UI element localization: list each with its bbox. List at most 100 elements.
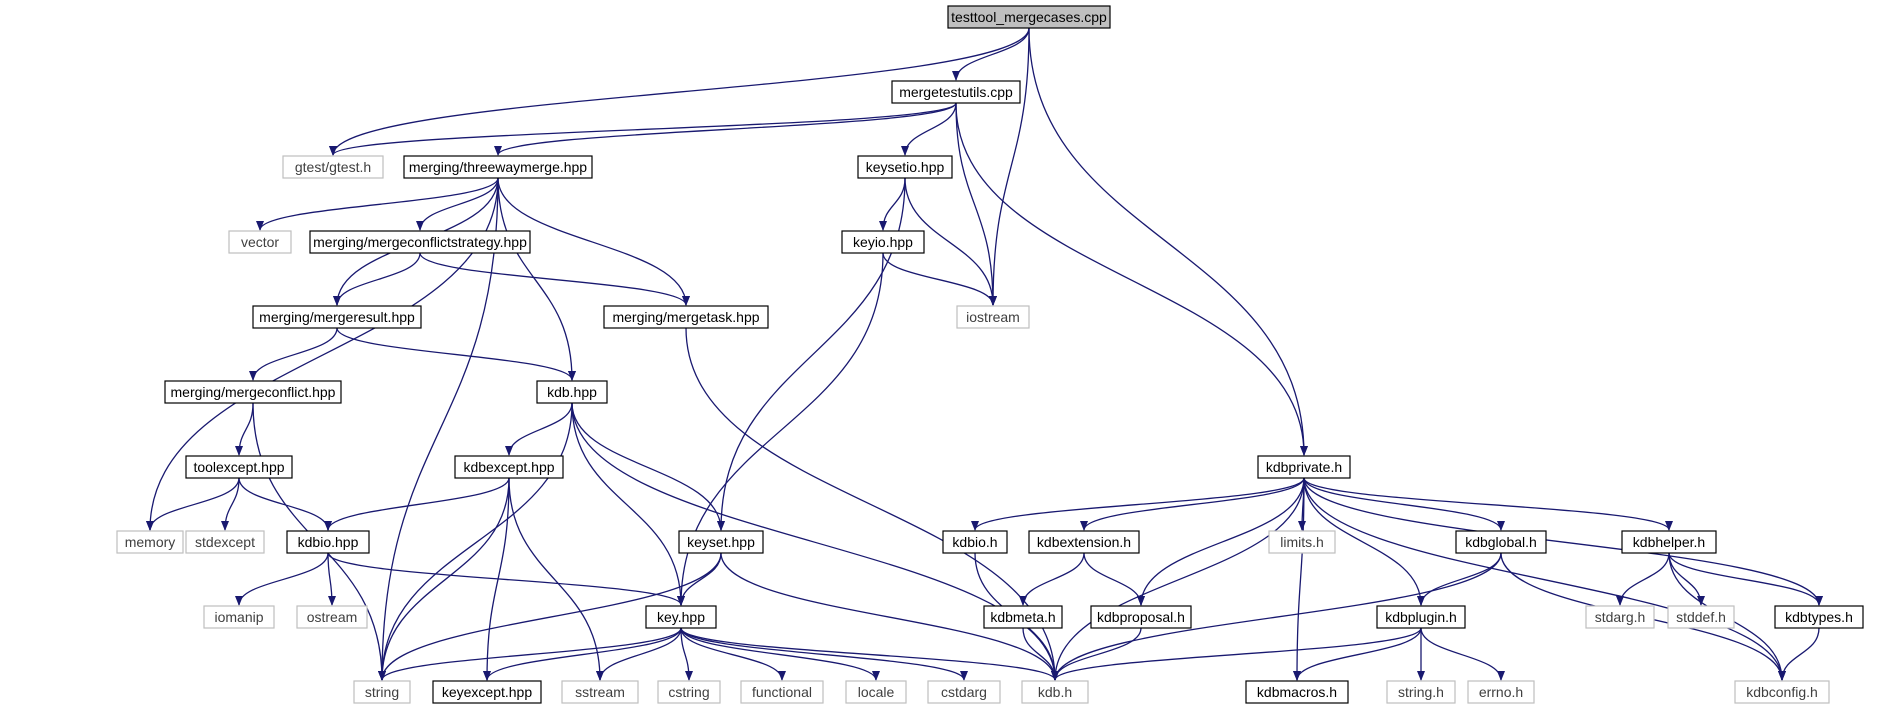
node-vector[interactable]: vector xyxy=(228,230,292,254)
node-mergetestutils[interactable]: mergetestutils.cpp xyxy=(891,80,1021,104)
node-box xyxy=(947,5,1111,29)
edge-mergetestutils-to-keysetio xyxy=(901,102,957,156)
node-ostream[interactable]: ostream xyxy=(296,605,368,629)
node-box xyxy=(1257,455,1351,479)
node-keyset[interactable]: keyset.hpp xyxy=(678,530,764,554)
node-mconflict[interactable]: merging/mergeconflict.hpp xyxy=(164,380,342,404)
node-stdargh[interactable]: stdarg.h xyxy=(1585,605,1655,629)
edge-kdbprivate-to-kdbextension xyxy=(1080,477,1305,531)
node-errnoh[interactable]: errno.h xyxy=(1467,680,1535,704)
edge-kdbprivate-to-kdbtypes xyxy=(1303,477,1823,606)
node-box xyxy=(927,680,1001,704)
edge-keyset-to-string xyxy=(378,552,722,681)
node-box xyxy=(1667,605,1735,629)
node-box xyxy=(1245,680,1349,704)
node-iostream[interactable]: iostream xyxy=(956,305,1030,329)
edge-mergetestutils-to-gtest xyxy=(329,102,957,156)
node-kdbprivate[interactable]: kdbprivate.h xyxy=(1257,455,1351,479)
edge-kdbglobal-to-kdbh xyxy=(1051,552,1502,681)
node-label: merging/mergeconflict.hpp xyxy=(171,384,336,400)
node-label: kdbexcept.hpp xyxy=(463,459,554,475)
node-sstream[interactable]: sstream xyxy=(561,680,639,704)
node-iomanip[interactable]: iomanip xyxy=(203,605,275,629)
edge-kdbextension-to-kdbproposal xyxy=(1083,552,1145,606)
node-kdbioh[interactable]: kdbio.h xyxy=(942,530,1008,554)
edge-mergetestutils-to-iostream xyxy=(955,102,997,306)
node-label: kdbprivate.h xyxy=(1266,459,1342,475)
node-box xyxy=(740,680,824,704)
node-keyio[interactable]: keyio.hpp xyxy=(841,230,925,254)
node-limits[interactable]: limits.h xyxy=(1268,530,1336,554)
edge-kdbhpp-to-kdbexcept xyxy=(505,402,573,456)
node-label: merging/threewaymerge.hpp xyxy=(409,159,587,175)
edge-kdbhelper-to-kdbtypes xyxy=(1668,552,1823,606)
node-locale[interactable]: locale xyxy=(845,680,907,704)
node-label: merging/mergeresult.hpp xyxy=(259,309,415,325)
edge-keyhpp-to-cstdarg xyxy=(680,627,968,681)
edge-mergetestutils-to-threeway xyxy=(494,102,957,156)
edge-threeway-to-kdbhpp xyxy=(497,177,576,381)
node-mcstrategy[interactable]: merging/mergeconflictstrategy.hpp xyxy=(309,230,531,254)
edge-kdbiohpp-to-iomanip xyxy=(235,552,329,606)
node-label: functional xyxy=(752,684,812,700)
edge-kdbplugin-to-kdbmacros xyxy=(1293,627,1422,681)
edge-layer xyxy=(146,27,1823,681)
node-box xyxy=(942,530,1008,554)
node-box xyxy=(1021,680,1089,704)
node-memory[interactable]: memory xyxy=(116,530,184,554)
edge-kdbprivate-to-kdbplugin xyxy=(1303,477,1425,606)
node-keysetio[interactable]: keysetio.hpp xyxy=(857,155,953,179)
edge-mresult-to-mconflict xyxy=(249,327,338,381)
node-cstdarg[interactable]: cstdarg xyxy=(927,680,1001,704)
node-keyhpp[interactable]: key.hpp xyxy=(645,605,717,629)
node-kdbtypes[interactable]: kdbtypes.h xyxy=(1774,605,1864,629)
node-kdbextension[interactable]: kdbextension.h xyxy=(1028,530,1140,554)
node-kdbiohpp[interactable]: kdbio.hpp xyxy=(286,530,370,554)
node-box xyxy=(403,155,593,179)
node-keyexcept[interactable]: keyexcept.hpp xyxy=(432,680,542,704)
node-kdbproposal[interactable]: kdbproposal.h xyxy=(1090,605,1192,629)
node-kdbconfig[interactable]: kdbconfig.h xyxy=(1734,680,1830,704)
edge-mcstrategy-to-mresult xyxy=(333,252,421,306)
edge-keyhpp-to-keyexcept xyxy=(483,627,682,681)
edge-keyset-to-keyhpp xyxy=(677,552,722,606)
node-root[interactable]: testtool_mergecases.cpp xyxy=(947,5,1111,29)
node-kdbhpp[interactable]: kdb.hpp xyxy=(536,380,608,404)
edge-kdbiohpp-to-ostream xyxy=(327,552,336,606)
node-gtest[interactable]: gtest/gtest.h xyxy=(282,155,384,179)
edge-keysetio-to-keyio xyxy=(879,177,906,231)
node-box xyxy=(116,530,184,554)
node-stdexcept[interactable]: stdexcept xyxy=(185,530,265,554)
node-box xyxy=(203,605,275,629)
node-kdbexcept[interactable]: kdbexcept.hpp xyxy=(454,455,564,479)
node-label: mergetestutils.cpp xyxy=(899,84,1013,100)
node-mtask[interactable]: merging/mergetask.hpp xyxy=(603,305,769,329)
node-kdbplugin[interactable]: kdbplugin.h xyxy=(1376,605,1466,629)
node-label: merging/mergetask.hpp xyxy=(612,309,759,325)
node-threeway[interactable]: merging/threewaymerge.hpp xyxy=(403,155,593,179)
node-box xyxy=(983,605,1063,629)
edge-threeway-to-vector xyxy=(256,177,499,231)
edge-kdbprivate-to-kdbconfig xyxy=(1303,477,1786,681)
node-stddefh[interactable]: stddef.h xyxy=(1667,605,1735,629)
node-kdbglobal[interactable]: kdbglobal.h xyxy=(1455,530,1547,554)
edge-keyio-to-iostream xyxy=(882,252,997,306)
edge-kdbmeta-to-kdbh xyxy=(1022,627,1059,681)
node-mresult[interactable]: merging/mergeresult.hpp xyxy=(252,305,422,329)
node-cstring[interactable]: cstring xyxy=(657,680,721,704)
node-label: iostream xyxy=(966,309,1020,325)
node-kdbmacros[interactable]: kdbmacros.h xyxy=(1245,680,1349,704)
node-stringh[interactable]: string.h xyxy=(1386,680,1456,704)
edge-kdbprivate-to-kdbioh xyxy=(971,477,1305,531)
node-string[interactable]: string xyxy=(353,680,411,704)
edge-mcstrategy-to-mtask xyxy=(419,252,690,306)
node-kdbh[interactable]: kdb.h xyxy=(1021,680,1089,704)
node-kdbmeta[interactable]: kdbmeta.h xyxy=(983,605,1063,629)
node-label: kdbglobal.h xyxy=(1465,534,1537,550)
node-kdbhelper[interactable]: kdbhelper.h xyxy=(1621,530,1717,554)
node-label: key.hpp xyxy=(657,609,705,625)
node-toolexcept[interactable]: toolexcept.hpp xyxy=(185,455,293,479)
node-functional[interactable]: functional xyxy=(740,680,824,704)
node-box xyxy=(657,680,721,704)
node-box xyxy=(185,455,293,479)
